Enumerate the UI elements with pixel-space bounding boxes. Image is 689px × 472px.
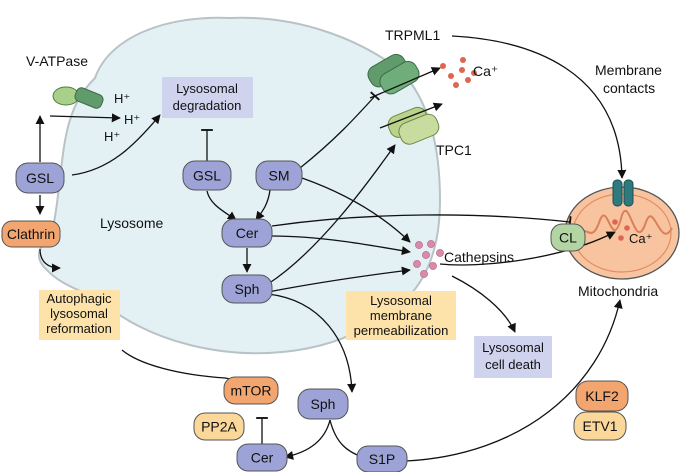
svg-text:mTOR: mTOR — [231, 383, 272, 399]
node-klf2: KLF2 — [575, 380, 629, 412]
calcium-dots-mito — [612, 219, 630, 241]
tpc1-channel-icon — [387, 106, 440, 145]
box-lysosomal-cell-death: Lysosomal cell death — [474, 336, 552, 378]
svg-text:Clathrin: Clathrin — [7, 226, 55, 242]
svg-text:Lysosomal: Lysosomal — [176, 81, 238, 96]
svg-text:GSL: GSL — [26, 170, 54, 186]
label-calcium-lysosome: Ca⁺ — [473, 63, 498, 79]
svg-text:GSL: GSL — [193, 168, 221, 184]
svg-text:Lysosomal: Lysosomal — [482, 340, 544, 355]
label-tpc1: TPC1 — [436, 142, 472, 158]
label-v-atpase: V-ATPase — [26, 53, 88, 69]
node-sph-inner: Sph — [221, 274, 273, 304]
node-cer-inner: Cer — [221, 218, 273, 248]
node-sph-outer: Sph — [297, 388, 349, 420]
svg-text:CL: CL — [559, 230, 577, 246]
svg-text:Sph: Sph — [311, 396, 336, 412]
cathepsin-dots — [413, 240, 444, 278]
svg-text:SM: SM — [269, 168, 290, 184]
svg-text:S1P: S1P — [369, 451, 395, 467]
svg-text:degradation: degradation — [173, 98, 242, 113]
label-membrane-contacts-line1: Membrane — [595, 62, 662, 78]
svg-text:membrane: membrane — [370, 308, 432, 323]
svg-text:Autophagic: Autophagic — [46, 291, 112, 306]
label-membrane-contacts-line2: contacts — [603, 80, 655, 96]
node-clathrin: Clathrin — [1, 220, 61, 248]
node-etv1: ETV1 — [573, 411, 627, 441]
arrows — [35, 35, 627, 464]
label-proton-1: H⁺ — [114, 91, 130, 106]
node-cer-outer: Cer — [236, 443, 288, 472]
svg-text:lysosomal: lysosomal — [50, 306, 108, 321]
label-trpml1: TRPML1 — [385, 27, 440, 43]
svg-text:PP2A: PP2A — [201, 419, 237, 435]
node-sm: SM — [255, 160, 303, 191]
label-proton-3: H⁺ — [104, 129, 120, 144]
node-gsl-left: GSL — [15, 162, 65, 194]
calcium-dots-lysosome — [440, 57, 477, 88]
node-cl: CL — [550, 223, 586, 252]
mito-calcium-channel-icon — [612, 179, 634, 207]
box-lysosomal-degradation: Lysosomal degradation — [162, 77, 253, 118]
v-atpase-pump-icon — [52, 86, 104, 109]
label-lysosome: Lysosome — [100, 215, 164, 231]
svg-text:ETV1: ETV1 — [582, 418, 617, 434]
svg-text:permeabilization: permeabilization — [354, 323, 449, 338]
svg-text:Lysosomal: Lysosomal — [370, 293, 432, 308]
svg-text:reformation: reformation — [46, 321, 112, 336]
node-s1p: S1P — [356, 445, 408, 472]
label-mitochondria: Mitochondria — [578, 283, 658, 299]
label-proton-2: H⁺ — [124, 112, 140, 127]
svg-text:Cer: Cer — [251, 450, 274, 466]
box-autophagic-reformation: Autophagic lysosomal reformation — [39, 290, 120, 340]
node-mtor: mTOR — [223, 376, 279, 405]
svg-text:Sph: Sph — [235, 281, 260, 297]
node-pp2a: PP2A — [193, 412, 245, 441]
label-calcium-mito: Ca⁺ — [629, 231, 652, 246]
node-gsl-inner: GSL — [182, 160, 232, 191]
svg-text:KLF2: KLF2 — [585, 388, 619, 404]
box-membrane-permeabilization: Lysosomal membrane permeabilization — [346, 291, 456, 340]
trpml1-channel-icon — [367, 53, 420, 95]
label-cathepsins: Cathepsins — [444, 249, 514, 265]
svg-text:cell death: cell death — [485, 357, 541, 372]
svg-text:Cer: Cer — [236, 225, 259, 241]
